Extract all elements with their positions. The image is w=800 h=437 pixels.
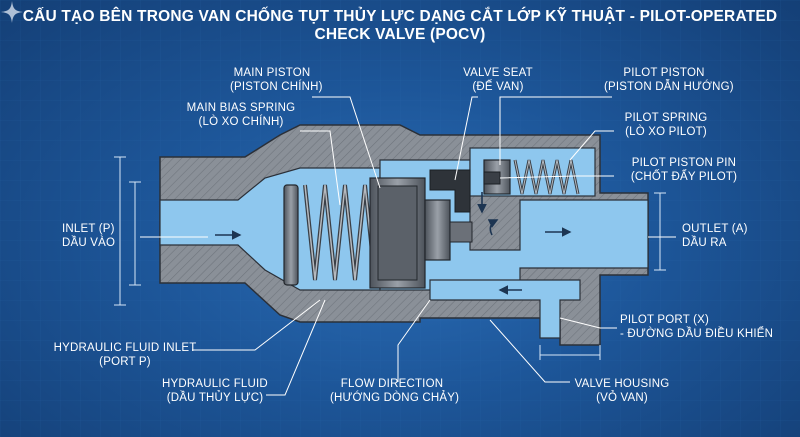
pilot-fluid-channel: [429, 279, 581, 339]
label-hydraulic-fluid-en: HYDRAULIC FLUID: [162, 378, 268, 390]
label-valve-seat: VALVE SEAT (ĐẾ VAN): [460, 66, 536, 94]
label-inlet-en: INLET (P): [62, 223, 115, 235]
label-main-bias-spring-en: MAIN BIAS SPRING: [186, 102, 296, 114]
label-hydraulic-fluid-inlet: HYDRAULIC FLUID INLET (PORT P): [50, 341, 200, 369]
label-valve-housing-vi: (VỎ VAN): [596, 392, 648, 404]
label-main-bias-spring-vi: (LÒ XO CHÍNH): [198, 116, 284, 128]
label-pilot-piston-pin: PILOT PISTON PIN (CHỐT ĐẨY PILOT): [614, 156, 754, 184]
label-main-piston-en: MAIN PISTON: [233, 67, 311, 79]
label-pilot-spring-vi: (LÒ XO PILOT): [625, 126, 707, 138]
label-hydraulic-fluid-vi: (DẦU THỦY LỰC): [166, 392, 264, 404]
label-pilot-piston-pin-en: PILOT PISTON PIN: [631, 157, 737, 169]
valve-seat: [429, 169, 471, 213]
label-hydraulic-fluid: HYDRAULIC FLUID (DẦU THỦY LỰC): [160, 377, 270, 405]
label-main-piston: MAIN PISTON (PISTON CHÍNH): [230, 66, 323, 94]
label-pilot-spring-en: PILOT SPRING: [624, 112, 708, 124]
label-pilot-port-vi: - ĐƯỜNG DẦU ĐIỀU KHIỂN: [620, 328, 774, 340]
label-flow-direction-vi: (HƯỚNG DÒNG CHẢY): [330, 392, 460, 404]
page-title: CẤU TẠO BÊN TRONG VAN CHỐNG TỤT THỦY LỰC…: [22, 8, 778, 43]
label-inlet: INLET (P) DẦU VÀO: [62, 222, 136, 250]
pilot-piston-pin: [483, 171, 501, 185]
label-main-piston-vi: (PISTON CHÍNH): [230, 81, 323, 93]
flow-arrow-icon: [215, 192, 572, 295]
label-flow-direction: FLOW DIRECTION (HƯỚNG DÒNG CHẢY): [330, 377, 460, 405]
label-valve-housing: VALVE HOUSING (VỎ VAN): [570, 377, 674, 405]
label-outlet-en: OUTLET (A): [682, 223, 748, 235]
label-main-bias-spring: MAIN BIAS SPRING (LÒ XO CHÍNH): [180, 101, 302, 129]
label-pilot-piston-pin-vi: (CHỐT ĐẨY PILOT): [630, 171, 738, 183]
label-valve-seat-vi: (ĐẾ VAN): [472, 81, 524, 93]
label-pilot-piston-vi: (PISTON DẪN HƯỚNG): [604, 81, 734, 93]
label-valve-seat-en: VALVE SEAT: [463, 67, 533, 79]
label-flow-direction-en: FLOW DIRECTION: [340, 378, 444, 390]
label-inlet-vi: DẦU VÀO: [62, 237, 116, 249]
label-pilot-port: PILOT PORT (X) - ĐƯỜNG DẦU ĐIỀU KHIỂN: [620, 313, 774, 341]
sparkle-icon: [1, 1, 23, 23]
label-pilot-piston: PILOT PISTON (PISTON DẪN HƯỚNG): [604, 66, 734, 94]
label-pilot-port-en: PILOT PORT (X): [620, 314, 710, 326]
label-pilot-spring: PILOT SPRING (LÒ XO PILOT): [618, 111, 714, 139]
label-hydraulic-fluid-inlet-vi: (PORT P): [99, 356, 151, 368]
label-outlet-vi: DẦU RA: [682, 237, 727, 249]
label-hydraulic-fluid-inlet-en: HYDRAULIC FLUID INLET: [53, 342, 197, 354]
label-valve-housing-en: VALVE HOUSING: [574, 378, 670, 390]
label-pilot-piston-en: PILOT PISTON: [623, 67, 705, 79]
label-outlet: OUTLET (A) DẦU RA: [682, 222, 762, 250]
